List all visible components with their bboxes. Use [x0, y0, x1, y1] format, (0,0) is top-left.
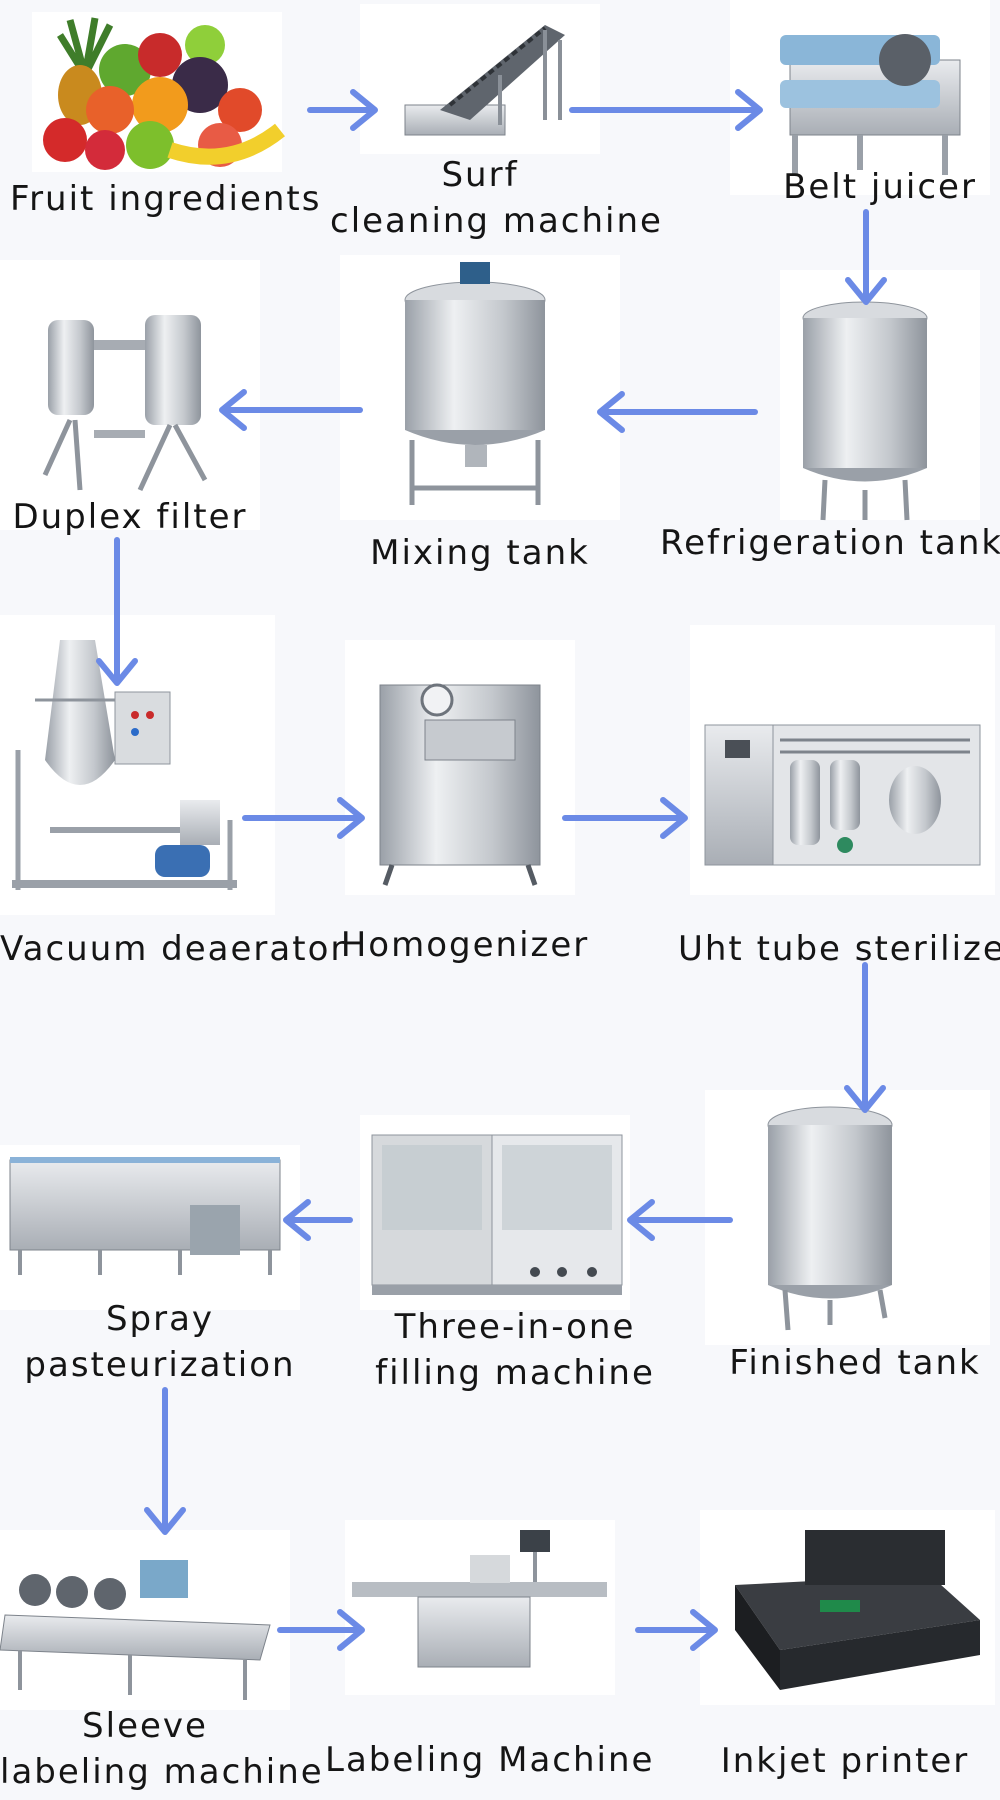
- flow-arrow-surf-to-belt: [569, 89, 763, 131]
- label-surf: Surf cleaning machine: [330, 152, 663, 244]
- label-finished: Finished tank: [725, 1340, 985, 1386]
- label-vacuum: Vacuum deaerator: [0, 926, 347, 972]
- label-line: Fruit ingredients: [10, 179, 322, 219]
- flow-arrow-mixing-to-duplex: [219, 389, 363, 431]
- label-line: Duplex filter: [12, 497, 248, 537]
- flow-arrow-sleeve-to-labeling: [277, 1609, 365, 1651]
- label-line: Vacuum deaerator: [0, 929, 347, 969]
- homogenizer-icon: [379, 683, 541, 886]
- label-spray: Spray pasteurization: [20, 1296, 300, 1388]
- label-line: Finished tank: [729, 1343, 981, 1383]
- label-line: Inkjet printer: [720, 1741, 970, 1781]
- flow-arrow-vacuum-to-homog: [242, 797, 365, 839]
- mixing-tank-icon: [404, 262, 546, 505]
- label-line: Mixing tank: [370, 533, 590, 573]
- label-inkjet: Inkjet printer: [720, 1738, 970, 1784]
- flow-arrows: [96, 89, 887, 1651]
- label-line: Three-in-one: [394, 1307, 636, 1347]
- flow-arrow-belt-to-refrig: [845, 209, 887, 305]
- label-line: Surf: [441, 155, 519, 195]
- sterilizer-icon: [704, 724, 981, 866]
- label-line: filling machine: [375, 1353, 655, 1393]
- flow-arrow-uht-to-finished: [844, 962, 886, 1113]
- labeling-machine-icon: [352, 1530, 607, 1668]
- flow-arrow-filling-to-spray: [283, 1199, 353, 1241]
- tank-icon: [767, 1106, 893, 1331]
- label-line: labeling machine: [0, 1752, 324, 1792]
- label-homog: Homogenizer: [340, 922, 590, 968]
- label-filling: Three-in-one filling machine: [370, 1304, 660, 1396]
- flow-arrow-homog-to-uht: [562, 797, 688, 839]
- flow-arrow-duplex-to-vacuum: [96, 537, 138, 686]
- label-uht: Uht tube sterilizer: [678, 926, 1000, 972]
- flow-arrow-labeling-to-inkjet: [635, 1609, 718, 1651]
- label-line: cleaning machine: [330, 201, 663, 241]
- duplex-filter-icon: [42, 315, 208, 492]
- label-refrig: Refrigeration tank: [660, 520, 1000, 566]
- tank-icon: [802, 301, 928, 521]
- conveyor-washer-icon: [404, 25, 565, 136]
- label-line: Homogenizer: [340, 925, 590, 965]
- label-line: Refrigeration tank: [660, 523, 1000, 563]
- flow-arrow-spray-to-sleeve: [144, 1387, 186, 1535]
- filling-machine-icon: [371, 1134, 623, 1295]
- fruit-basket-icon: [43, 17, 285, 170]
- flow-arrow-fruit-to-surf: [307, 89, 378, 131]
- inkjet-printer-icon: [735, 1530, 980, 1690]
- deaerator-icon: [12, 640, 237, 890]
- label-line: Labeling Machine: [325, 1740, 655, 1780]
- flow-arrow-finished-to-filling: [627, 1199, 733, 1241]
- label-line: pasteurization: [24, 1345, 296, 1385]
- label-sleeve: Sleeve labeling machine: [0, 1703, 324, 1795]
- label-mixing: Mixing tank: [365, 530, 595, 576]
- label-duplex: Duplex filter: [10, 494, 250, 540]
- belt-press-icon: [780, 34, 961, 175]
- label-belt: Belt juicer: [770, 164, 990, 210]
- sleeve-labeler-icon: [0, 1560, 271, 1700]
- tunnel-pasteurizer-icon: [9, 1157, 281, 1275]
- flow-arrow-refrig-to-mixing: [597, 391, 758, 433]
- label-line: Uht tube sterilizer: [678, 929, 1000, 969]
- label-fruit: Fruit ingredients: [10, 176, 322, 222]
- label-line: Sleeve: [82, 1706, 208, 1746]
- label-line: Belt juicer: [783, 167, 977, 207]
- label-labeling: Labeling Machine: [325, 1737, 655, 1783]
- label-line: Spray: [105, 1299, 215, 1339]
